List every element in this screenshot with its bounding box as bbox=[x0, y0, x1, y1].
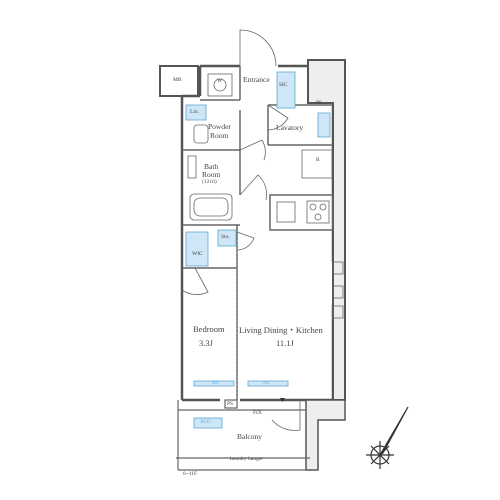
entry-arrow bbox=[280, 398, 285, 402]
label-aco: ACO bbox=[200, 420, 211, 425]
washer-pan bbox=[207, 73, 233, 97]
label-powder-room-1: Powder bbox=[208, 122, 231, 131]
label-ldk-1: Living Dining・Kitchen bbox=[239, 325, 323, 335]
sink bbox=[276, 201, 296, 223]
balcony-structure bbox=[176, 399, 310, 471]
label-balcony: Balcony bbox=[237, 432, 262, 441]
washstand bbox=[187, 155, 197, 179]
bathtub bbox=[189, 193, 233, 221]
stove bbox=[306, 200, 330, 224]
lavatory-sink bbox=[317, 112, 331, 138]
sic-storage bbox=[276, 71, 296, 109]
label-bath-room-3: (1216) bbox=[202, 179, 217, 185]
label-refrigerator: R bbox=[316, 157, 320, 163]
label-ac-bedroom: AC bbox=[212, 381, 219, 386]
sto-storage bbox=[217, 229, 237, 247]
label-lavatory: Lavatory bbox=[276, 123, 304, 132]
toilet bbox=[193, 124, 209, 144]
compass-north-icon bbox=[366, 406, 409, 469]
label-bedroom-1: Bedroom bbox=[193, 324, 225, 334]
doors bbox=[181, 29, 301, 431]
label-w: W bbox=[217, 78, 223, 84]
label-mb: MB bbox=[173, 77, 182, 83]
label-powder-room-2: Room bbox=[210, 131, 229, 140]
lin-storage bbox=[185, 104, 207, 121]
aco-box bbox=[193, 417, 223, 429]
label-bedroom-2: 3.3J bbox=[199, 338, 213, 348]
ac-ldk-box bbox=[247, 380, 289, 387]
label-bath-room-2: Room bbox=[202, 170, 221, 179]
label-ps-bottom: PS bbox=[227, 401, 234, 407]
ac-bedroom-box bbox=[193, 380, 235, 387]
label-ps-top: PS bbox=[316, 100, 323, 106]
wic-storage bbox=[185, 231, 209, 267]
label-bath-room-1: Bath bbox=[204, 162, 219, 171]
fixtures bbox=[187, 73, 344, 319]
label-ldk-2: 11.1J bbox=[276, 338, 294, 348]
mb-box bbox=[159, 65, 199, 97]
label-laundry-hanger: laundry hanger bbox=[230, 456, 264, 462]
label-ac-ldk: AC bbox=[263, 381, 270, 386]
label-sic: SIC bbox=[279, 82, 288, 88]
label-lin: Lin. bbox=[190, 109, 200, 115]
label-sto: Sto. bbox=[221, 234, 230, 240]
label-wic: WIC bbox=[192, 251, 203, 257]
label-entrance: Entrance bbox=[243, 75, 270, 84]
fridge-space bbox=[301, 149, 333, 179]
label-fix: FIX bbox=[253, 410, 262, 416]
storage-areas bbox=[185, 71, 331, 429]
label-floors: 6~11F bbox=[183, 471, 198, 477]
